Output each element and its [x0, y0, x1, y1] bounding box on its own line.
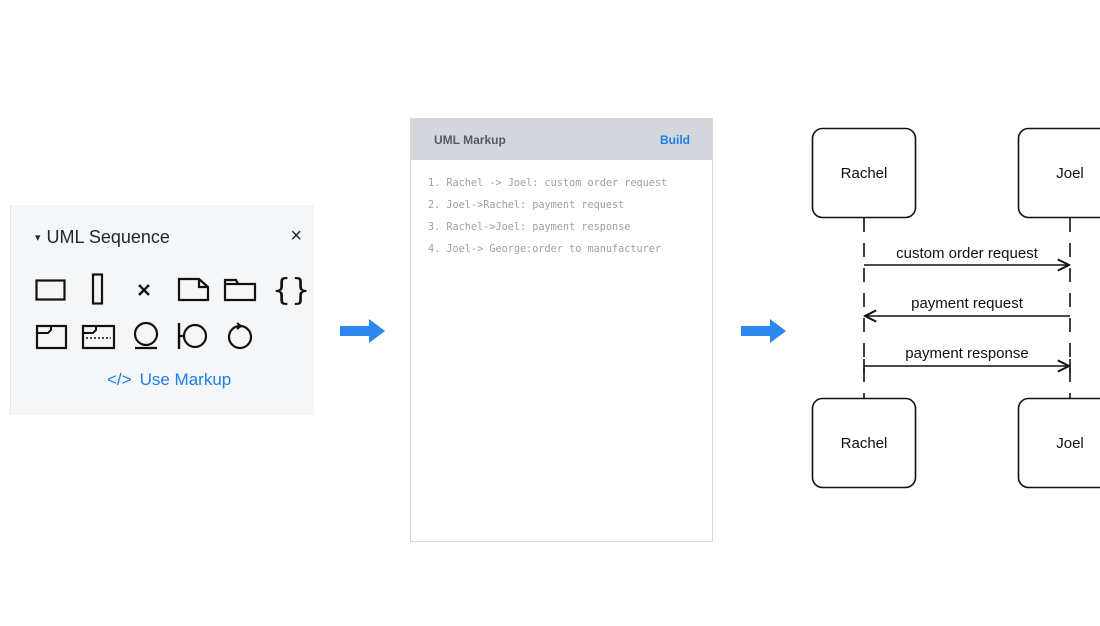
panel-header: ▾ UML Sequence × [35, 225, 302, 248]
editor-header: UML Markup Build [411, 119, 712, 160]
message-label-3: payment response [905, 345, 1028, 362]
destroy-x-shape-icon[interactable] [135, 280, 155, 300]
close-icon[interactable]: × [290, 225, 302, 247]
alt-frame-shape-icon[interactable] [81, 323, 117, 351]
markup-line: 1. Rachel -> Joel: custom order request [428, 178, 668, 189]
collapse-caret-icon[interactable]: ▾ [35, 232, 41, 244]
right-arrow-icon [340, 319, 385, 343]
markup-line: 4. Joel-> George:order to manufacturer [428, 244, 662, 255]
folder-shape-icon[interactable] [223, 275, 257, 303]
code-icon: </> [107, 370, 132, 389]
control-shape-icon[interactable] [225, 317, 257, 353]
panel-title-label: UML Sequence [46, 227, 170, 247]
editor-title: UML Markup [434, 132, 506, 147]
right-arrow-icon [741, 319, 786, 343]
braces-shape-icon[interactable]: {} [271, 271, 307, 307]
markup-line: 3. Rachel->Joel: payment response [428, 222, 631, 233]
uml-sequence-panel: ▾ UML Sequence × {} [10, 205, 314, 415]
actor-label-rachel-top: Rachel [841, 165, 888, 182]
entity-shape-icon[interactable] [132, 319, 162, 353]
build-button[interactable]: Build [660, 132, 690, 147]
svg-text:{}: {} [272, 273, 307, 307]
boundary-shape-icon[interactable] [175, 319, 211, 353]
use-markup-button[interactable]: </> Use Markup [107, 370, 231, 390]
actor-box-joel-bottom[interactable] [1017, 397, 1100, 489]
markup-textarea[interactable]: 1. Rachel -> Joel: custom order request … [411, 160, 712, 265]
rectangle-shape-icon[interactable] [35, 277, 67, 303]
panel-title[interactable]: ▾ UML Sequence [35, 227, 302, 248]
use-markup-label: Use Markup [139, 370, 232, 389]
actor-box-rachel-bottom[interactable] [811, 397, 917, 489]
frame-shape-icon[interactable] [35, 323, 69, 351]
actor-label-joel-bottom: Joel [1056, 435, 1084, 452]
actor-box-joel-top[interactable] [1017, 127, 1100, 219]
message-label-2: payment request [911, 295, 1024, 312]
note-shape-icon[interactable] [177, 275, 211, 303]
actor-label-joel-top: Joel [1056, 165, 1084, 182]
uml-markup-editor: UML Markup Build 1. Rachel -> Joel: cust… [410, 118, 713, 542]
actor-box-rachel-top[interactable] [811, 127, 917, 219]
message-label-1: custom order request [896, 245, 1039, 262]
actor-label-rachel-bottom: Rachel [841, 435, 888, 452]
markup-line: 2. Joel->Rachel: payment request [428, 200, 625, 211]
lifeline-bar-shape-icon[interactable] [90, 273, 106, 307]
